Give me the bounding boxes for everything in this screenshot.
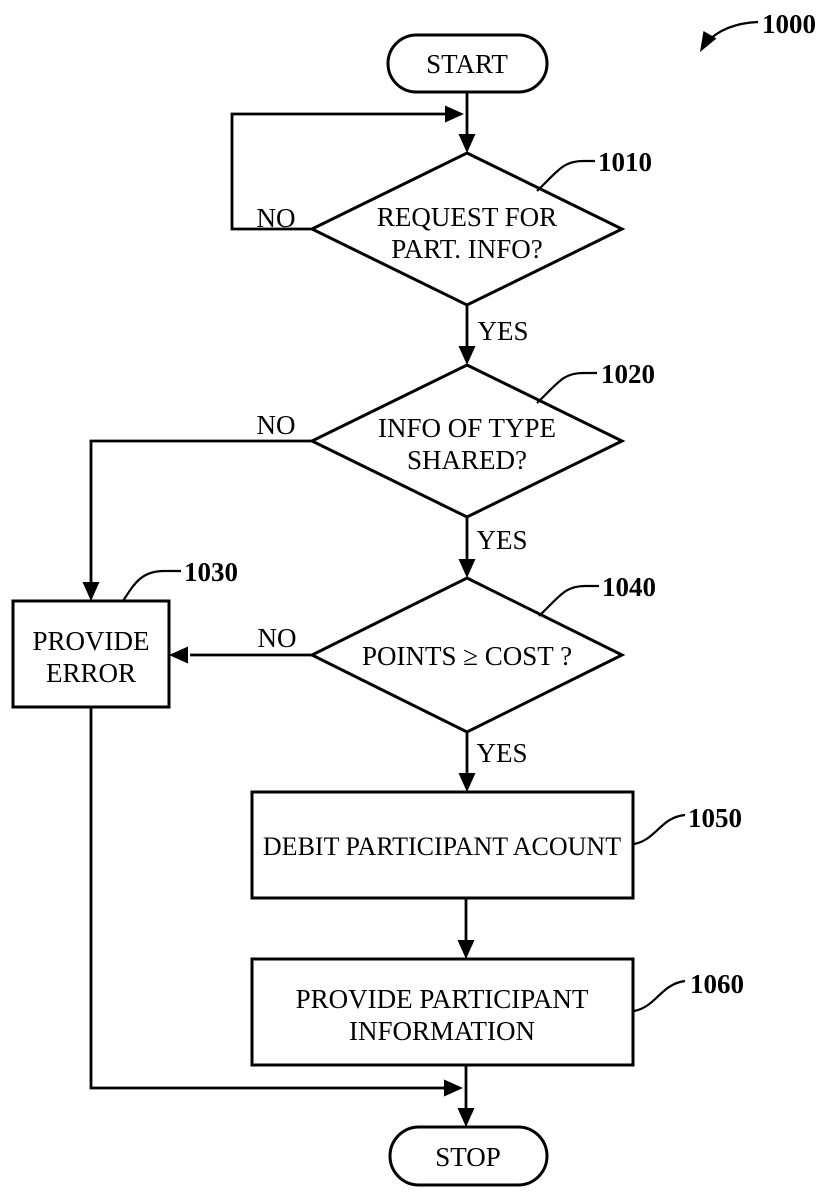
arrowhead-down-icon	[458, 559, 476, 578]
decision-1040-points-cost: POINTS ≥ COST ?	[308, 576, 626, 734]
decision-diamond-shape	[308, 151, 626, 307]
edge-1060-to-stop	[457, 1065, 475, 1127]
decision-1020-label-line1: INFO OF TYPE	[378, 413, 556, 443]
process-box-shape	[250, 790, 635, 900]
start-terminator-shape	[386, 33, 549, 94]
start-node: START	[386, 33, 549, 94]
process-box-shape	[11, 599, 171, 709]
edge-1040-no-to-1030	[169, 646, 312, 664]
branch-label-yes-1040: YES	[476, 738, 527, 768]
leader-line	[633, 813, 686, 846]
stop-label: STOP	[435, 1142, 501, 1172]
decision-diamond-shape	[308, 363, 626, 519]
decision-1020-info-type: INFO OF TYPE SHARED?	[308, 363, 626, 519]
ref-label-1020: 1020	[601, 359, 655, 389]
leader-line	[633, 979, 686, 1013]
leader-line	[536, 159, 595, 192]
arrowhead-left-icon	[169, 646, 188, 664]
edge-line	[89, 439, 312, 584]
edge-1050-to-1060	[457, 898, 475, 959]
edge-1040-yes-to-1050	[458, 732, 476, 792]
decision-1010-label-line2: PART. INFO?	[391, 234, 542, 264]
ref-callout-1020: 1020	[536, 359, 655, 404]
process-box-shape	[250, 957, 635, 1067]
edge-1020-yes-to-1040	[458, 517, 476, 578]
decision-1010-request-info: REQUEST FOR PART. INFO?	[308, 151, 626, 307]
edge-1010-yes-to-1020	[458, 305, 476, 365]
ref-label-1040: 1040	[602, 572, 656, 602]
stop-node: STOP	[388, 1125, 549, 1187]
arrowhead-right-icon	[445, 105, 464, 123]
ref-callout-1030: 1030	[122, 557, 238, 602]
arrowhead-down-icon	[457, 940, 475, 959]
ref-callout-1050: 1050	[633, 803, 742, 846]
decision-1010-label-line1: REQUEST FOR	[377, 202, 557, 232]
arrowhead-right-icon	[444, 1079, 463, 1097]
figure-ref-1000: 1000	[700, 9, 816, 52]
process-1030-label-line1: PROVIDE	[32, 626, 149, 656]
edge-line	[230, 112, 447, 231]
process-1060-provide-info: PROVIDE PARTICIPANT INFORMATION	[250, 957, 635, 1067]
leader-line	[122, 569, 181, 602]
decision-diamond-shape	[308, 576, 626, 734]
arrowhead-down-icon	[82, 582, 100, 601]
decision-1040-label: POINTS ≥ COST ?	[362, 641, 572, 671]
arrowhead-down-icon	[458, 134, 476, 153]
edge-1010-no-loopback	[230, 105, 464, 231]
process-1060-label-line2: INFORMATION	[349, 1016, 535, 1046]
branch-label-no-1010: NO	[257, 203, 296, 233]
branch-label-no-1040: NO	[258, 623, 297, 653]
edge-1020-no-to-1030	[82, 439, 312, 601]
stop-terminator-shape	[388, 1125, 549, 1187]
leader-line	[538, 584, 599, 617]
ref-callout-1060: 1060	[633, 969, 744, 1013]
edge-line	[89, 707, 446, 1090]
arrowhead-down-icon	[457, 1108, 475, 1127]
process-1030-label-line2: ERROR	[46, 658, 136, 688]
branch-label-no-1020: NO	[257, 410, 296, 440]
start-label: START	[426, 49, 508, 79]
process-1050-debit-account: DEBIT PARTICIPANT ACOUNT	[250, 790, 635, 900]
ref-callout-1010: 1010	[536, 147, 652, 192]
edge-start-to-1010	[458, 92, 476, 153]
process-1060-label-line1: PROVIDE PARTICIPANT	[296, 984, 589, 1014]
leader-line	[536, 371, 597, 404]
branch-label-yes-1020: YES	[476, 525, 527, 555]
decision-1020-label-line2: SHARED?	[407, 445, 527, 475]
edge-1030-to-stop-junction	[89, 707, 463, 1097]
figure-ref-label: 1000	[762, 9, 816, 39]
process-1050-label: DEBIT PARTICIPANT ACOUNT	[263, 832, 621, 861]
arrowhead-down-icon	[458, 773, 476, 792]
ref-callout-1040: 1040	[538, 572, 656, 617]
process-1030-provide-error: PROVIDE ERROR	[11, 599, 171, 709]
branch-label-yes-1010: YES	[477, 316, 528, 346]
ref-label-1060: 1060	[690, 969, 744, 999]
arrowhead-down-left-icon	[700, 31, 717, 52]
ref-label-1030: 1030	[184, 557, 238, 587]
arrowhead-down-icon	[458, 346, 476, 365]
ref-label-1010: 1010	[598, 147, 652, 177]
ref-label-1050: 1050	[688, 803, 742, 833]
